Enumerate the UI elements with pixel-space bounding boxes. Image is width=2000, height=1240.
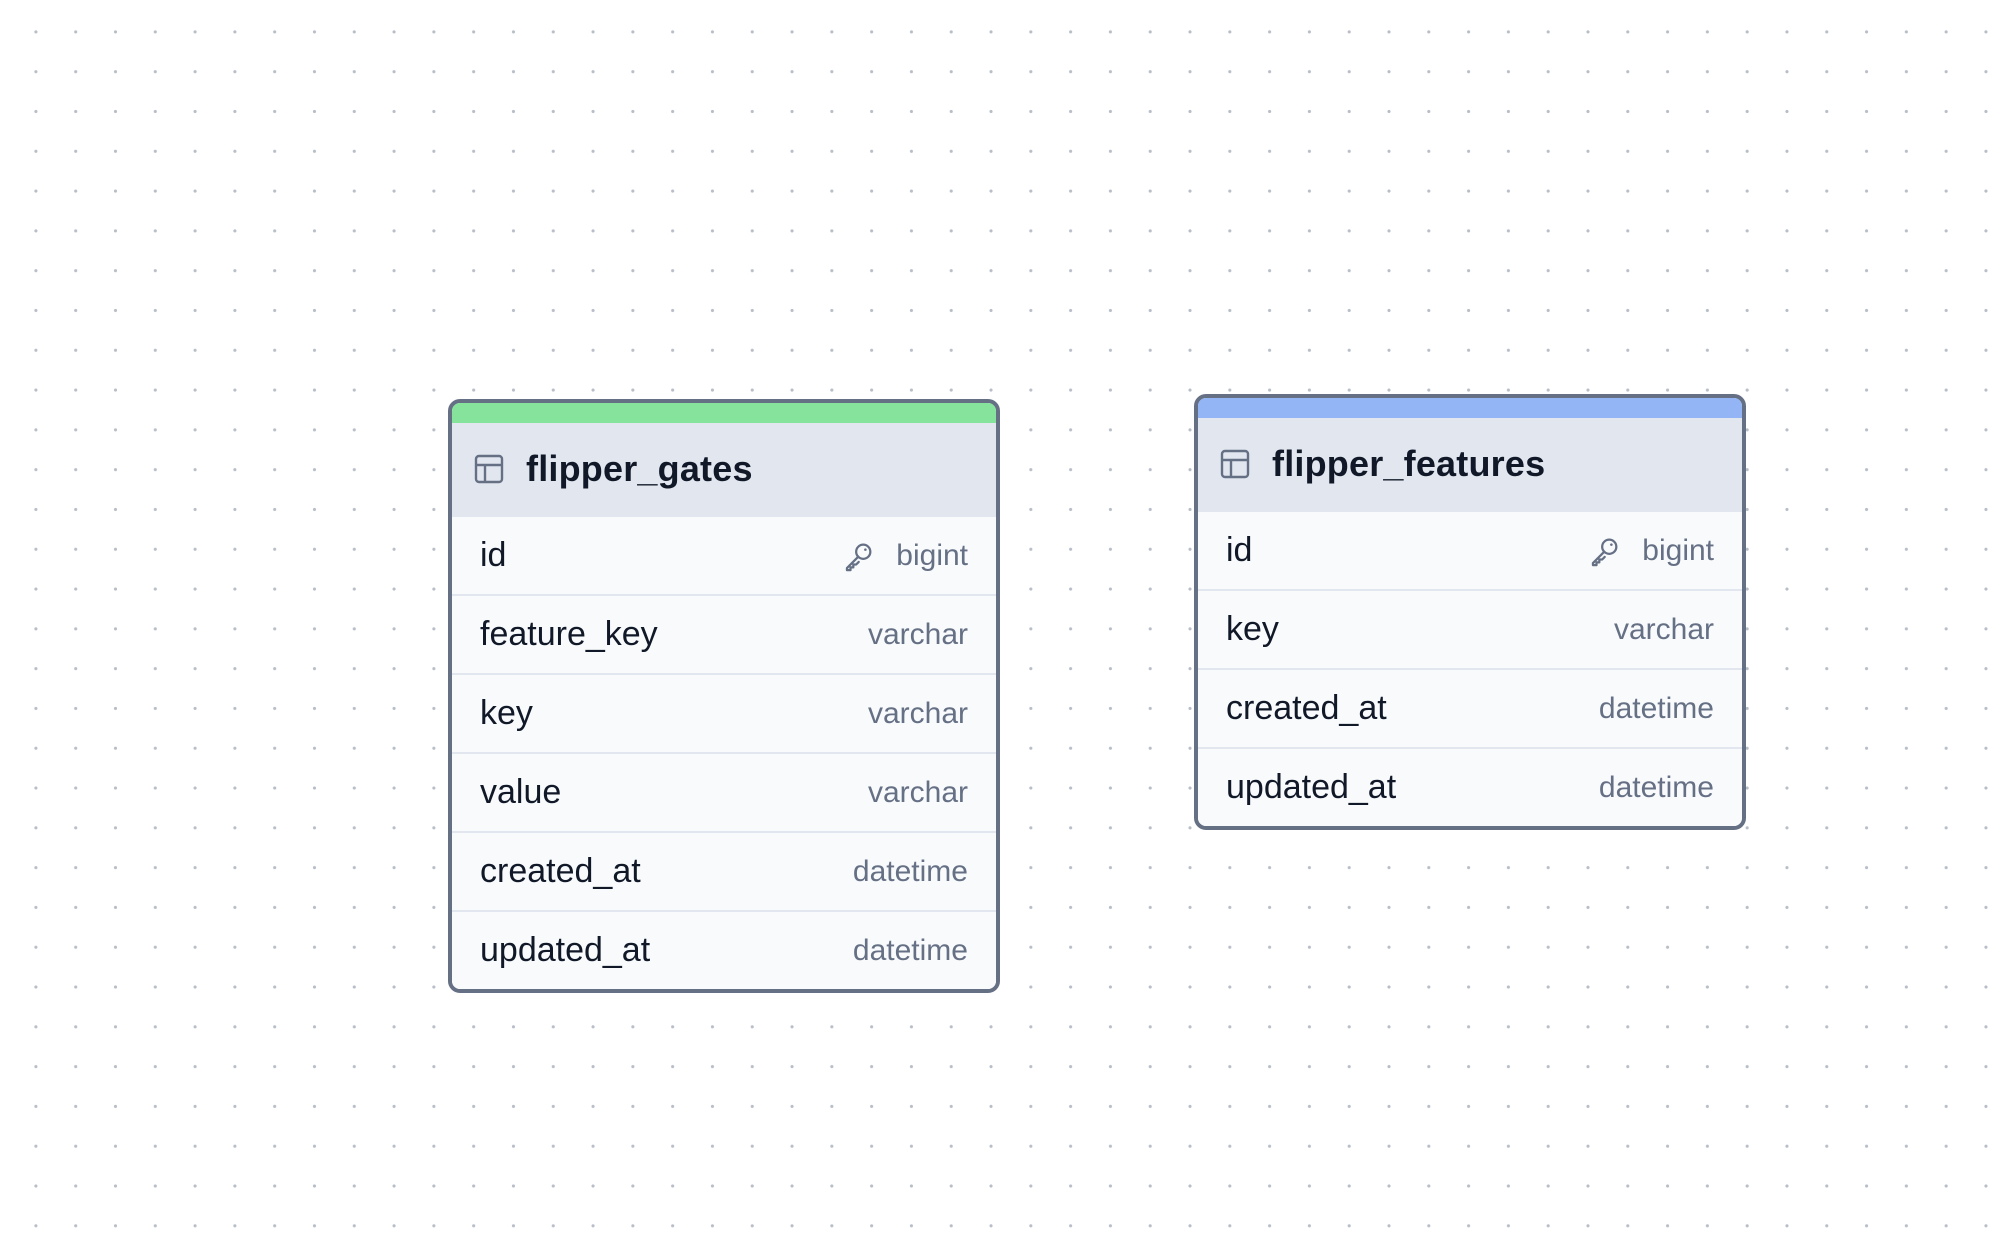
column-type: bigint (1642, 533, 1714, 567)
table-header[interactable]: flipper_gates (452, 423, 996, 515)
table-accent-bar (452, 403, 996, 423)
primary-key-icon (842, 539, 876, 573)
column-row[interactable]: id bigint (452, 515, 996, 594)
column-row[interactable]: updated_at datetime (1198, 747, 1742, 826)
column-type: varchar (867, 775, 968, 809)
column-name: feature_key (480, 615, 658, 653)
column-type: datetime (1598, 770, 1714, 804)
column-type: varchar (1613, 612, 1714, 646)
table-card-flipper-gates[interactable]: flipper_gates id bigint feature_key varc… (448, 399, 1000, 993)
table-title: flipper_features (1272, 443, 1546, 484)
column-type: varchar (867, 617, 968, 651)
column-name: id (1226, 531, 1253, 569)
table-header[interactable]: flipper_features (1198, 418, 1742, 510)
column-row[interactable]: updated_at datetime (452, 910, 996, 989)
table-icon (474, 454, 504, 484)
column-name: key (1226, 610, 1279, 648)
column-name: created_at (480, 852, 641, 890)
column-name: updated_at (480, 931, 651, 969)
column-row[interactable]: id bigint (1198, 510, 1742, 589)
column-type: datetime (852, 933, 968, 967)
column-name: created_at (1226, 689, 1387, 727)
table-card-flipper-features[interactable]: flipper_features id bigint key varchar c… (1194, 394, 1746, 830)
column-row[interactable]: created_at datetime (452, 831, 996, 910)
column-name: updated_at (1226, 768, 1397, 806)
column-type: datetime (852, 854, 968, 888)
column-name: key (480, 694, 533, 732)
table-accent-bar (1198, 398, 1742, 418)
column-row[interactable]: created_at datetime (1198, 668, 1742, 747)
column-row[interactable]: feature_key varchar (452, 594, 996, 673)
column-row[interactable]: value varchar (452, 752, 996, 831)
column-name: id (480, 536, 507, 574)
column-type: bigint (896, 538, 968, 572)
column-name: value (480, 773, 562, 811)
table-title: flipper_gates (526, 448, 753, 489)
table-icon (1220, 449, 1250, 479)
column-type: datetime (1598, 691, 1714, 725)
column-type: varchar (867, 696, 968, 730)
column-row[interactable]: key varchar (452, 673, 996, 752)
column-row[interactable]: key varchar (1198, 589, 1742, 668)
primary-key-icon (1588, 534, 1622, 568)
